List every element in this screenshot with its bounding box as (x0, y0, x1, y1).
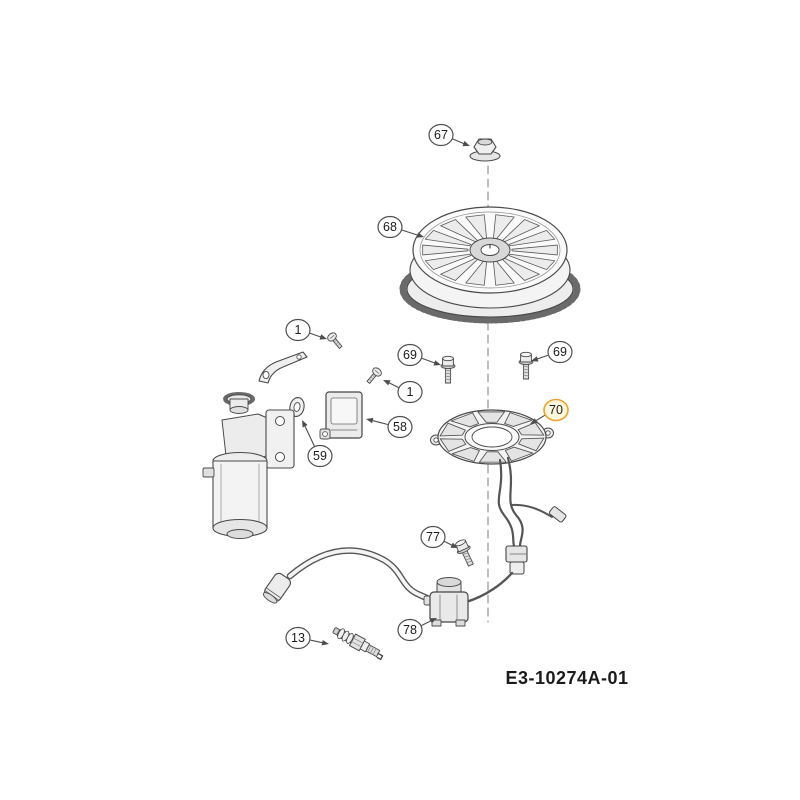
callout-ignition-coil[interactable]: 78 (397, 618, 437, 642)
callout-arrowhead (319, 334, 327, 340)
callout-leader-line (401, 229, 420, 237)
bracket-screw (325, 330, 345, 351)
callout-leader-line (452, 138, 466, 145)
flywheel (399, 206, 581, 324)
stator (430, 409, 554, 465)
starter-terminal (202, 467, 215, 478)
callout-circle[interactable] (547, 340, 573, 364)
flange-nut (469, 138, 501, 162)
callout-circle[interactable] (397, 343, 423, 367)
callout-bracket-screw[interactable]: 1 (285, 318, 327, 342)
stator-bolt-right (518, 351, 534, 380)
callout-circle[interactable] (397, 380, 423, 404)
callout-number: 1 (407, 385, 414, 399)
callout-leader-line (387, 381, 399, 388)
callout-stator-bolt-left[interactable]: 69 (397, 343, 441, 367)
electric-starter (202, 392, 295, 539)
callout-leader-line (303, 423, 315, 447)
coil-bolt (452, 537, 478, 569)
callout-number: 58 (393, 420, 407, 434)
diagram-code: E3-10274A-01 (505, 668, 628, 688)
plug-boot (262, 572, 291, 604)
callout-circle[interactable] (428, 123, 454, 147)
callout-number: 68 (383, 220, 397, 234)
callout-leader-line (309, 332, 323, 339)
callout-arrowhead (302, 420, 308, 428)
callout-circle[interactable] (420, 525, 446, 549)
callout-number: 1 (295, 323, 302, 337)
callout-stator[interactable]: 70 (530, 398, 569, 425)
callout-circle[interactable] (543, 398, 569, 422)
callout-arrowhead (366, 417, 374, 424)
callout-leader-line (421, 619, 433, 626)
spark-plug (332, 627, 384, 661)
callout-layer: 67 68 1 69 69 1 58 59 70 77 13 78 (285, 123, 573, 650)
starter-motor-body (212, 460, 268, 529)
callout-number: 69 (403, 348, 417, 362)
callout-leader-line (421, 357, 437, 365)
stator-bolt-left (440, 355, 456, 384)
callout-arrowhead (531, 356, 539, 362)
callout-ignition-module[interactable]: 58 (366, 415, 413, 439)
callout-arrowhead (530, 418, 538, 424)
mounting-bracket (258, 351, 308, 384)
module-screw (364, 365, 384, 386)
callout-flange-nut[interactable]: 67 (428, 123, 470, 147)
callout-circle[interactable] (285, 626, 311, 650)
callout-coil-bolt[interactable]: 77 (420, 525, 458, 549)
callout-stator-bolt-right[interactable]: 69 (531, 340, 573, 364)
callout-leader-line (370, 419, 388, 425)
callout-circle[interactable] (307, 444, 333, 468)
callout-number: 67 (434, 128, 448, 142)
callout-number: 13 (291, 631, 305, 645)
callout-circle[interactable] (397, 618, 423, 642)
callout-leader-line (535, 354, 549, 361)
callout-grommet[interactable]: 59 (302, 420, 333, 468)
callout-arrowhead (429, 618, 437, 624)
wire-stub-connector (548, 506, 567, 523)
callout-number: 69 (553, 345, 567, 359)
stator-coils (439, 411, 545, 463)
ignition-coil (423, 571, 514, 627)
callout-number: 78 (403, 623, 417, 637)
callout-flywheel[interactable]: 68 (377, 215, 424, 239)
callout-number: 59 (313, 449, 327, 463)
callout-arrowhead (416, 232, 424, 238)
callout-number: 70 (549, 403, 563, 417)
stator-wiring (497, 456, 567, 575)
callout-circle[interactable] (377, 215, 403, 239)
callout-module-screw[interactable]: 1 (383, 380, 423, 404)
callout-arrowhead (450, 542, 458, 548)
callout-leader-line (310, 639, 325, 644)
callout-arrowhead (321, 639, 329, 646)
callout-leader-line (533, 414, 546, 423)
ignition-module (319, 391, 363, 440)
callout-circle[interactable] (285, 318, 311, 342)
callout-arrowhead (462, 140, 470, 147)
callout-circle[interactable] (387, 415, 413, 439)
callout-arrowhead (383, 380, 391, 386)
callout-spark-plug[interactable]: 13 (285, 626, 329, 650)
starter-mount-plate (265, 409, 295, 469)
callout-arrowhead (433, 360, 441, 366)
callout-number: 77 (426, 530, 440, 544)
fan-blades (422, 214, 558, 286)
spark-plug-cable (262, 547, 435, 604)
